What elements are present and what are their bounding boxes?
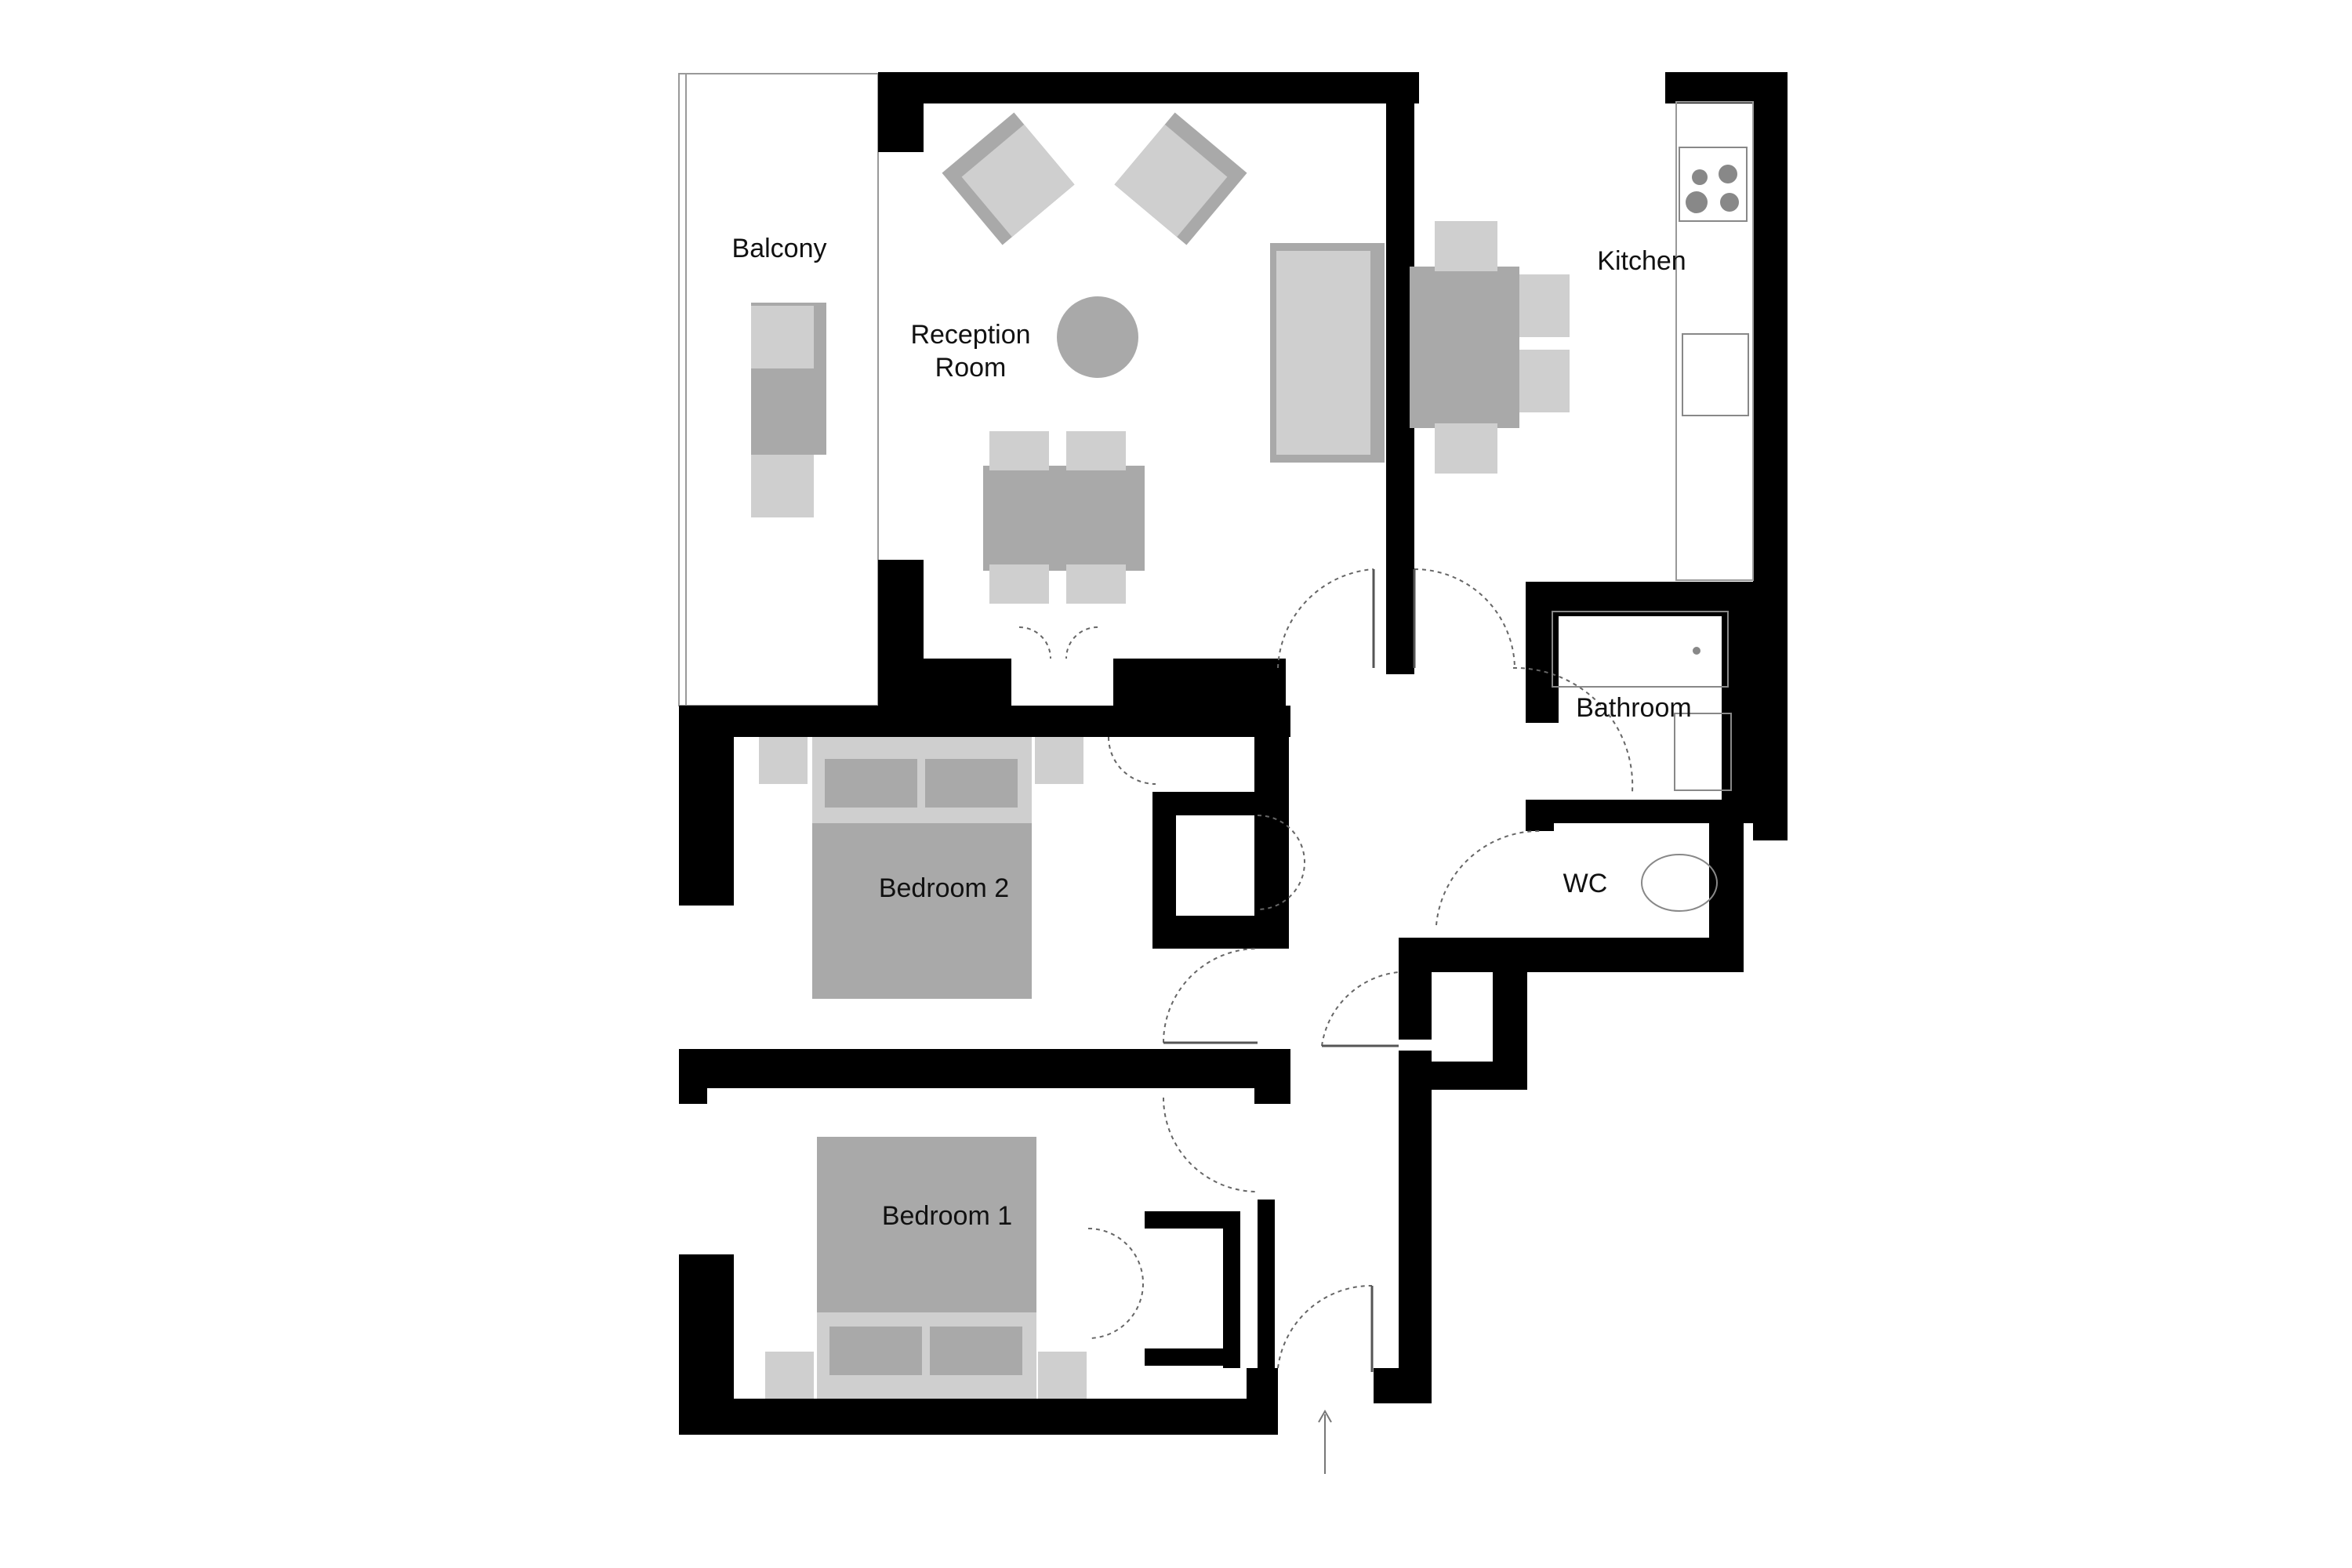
room-label-bedroom2: Bedroom 2	[879, 873, 1009, 903]
balcony-furniture	[751, 303, 826, 517]
bedroom2-furniture	[759, 737, 1083, 999]
room-label-kitchen: Kitchen	[1597, 246, 1686, 276]
reception-furniture	[942, 112, 1385, 604]
room-label-reception-line1: Reception	[910, 320, 1030, 350]
kitchen-furniture	[1410, 101, 1754, 581]
bathroom-fixtures	[1552, 611, 1732, 912]
room-label-bathroom: Bathroom	[1576, 693, 1691, 723]
bedroom1-furniture	[765, 1137, 1087, 1399]
room-label-reception-line2: Room	[935, 353, 1007, 383]
door-swings	[1018, 568, 1634, 1372]
entrance-arrow-icon	[1318, 1409, 1332, 1474]
room-label-wc: WC	[1563, 869, 1608, 898]
room-label-bedroom1: Bedroom 1	[882, 1201, 1012, 1231]
room-label-balcony: Balcony	[732, 234, 827, 263]
